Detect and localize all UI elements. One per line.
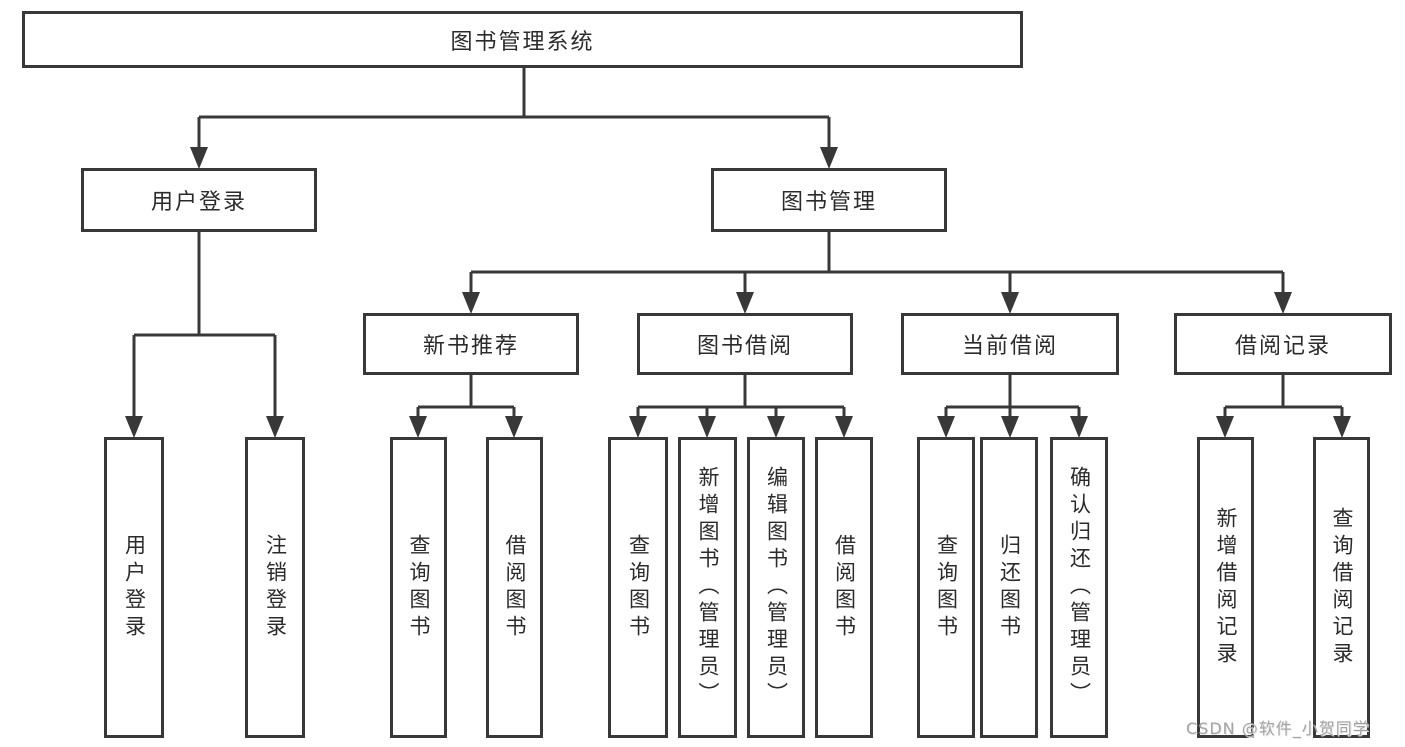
leaf-newbook-query-books: 查询图书: [390, 437, 447, 738]
node-root-library-management-system: 图书管理系统: [22, 11, 1023, 68]
node-new-book-recommend: 新书推荐: [363, 313, 579, 375]
leaf-records-add-record-label: 新增借阅记录: [1214, 506, 1238, 669]
leaf-records-query-record: 查询借阅记录: [1313, 437, 1370, 738]
leaf-current-return-books: 归还图书: [980, 437, 1038, 738]
leaf-borrowing-edit-books-label: 编辑图书（管理员）: [764, 466, 789, 709]
leaf-logout: 注销登录: [245, 437, 305, 738]
leaf-borrowing-add-books-label: 新增图书（管理员）: [696, 466, 720, 709]
leaf-records-add-record: 新增借阅记录: [1197, 437, 1254, 738]
leaf-current-return-books-label: 归还图书: [997, 533, 1022, 642]
node-book-management: 图书管理: [711, 168, 947, 232]
leaf-borrowing-borrow-books: 借阅图书: [815, 437, 873, 738]
connector-bookmgmt-to-level3: [462, 232, 1292, 314]
connector-newbook-to-leaves: [409, 375, 523, 438]
leaf-logout-label: 注销登录: [263, 533, 288, 642]
connector-bookborrow-to-leaves: [629, 375, 853, 438]
node-book-borrowing: 图书借阅: [637, 313, 853, 375]
leaf-current-query-books-label: 查询图书: [934, 533, 959, 642]
leaf-records-query-record-label: 查询借阅记录: [1330, 506, 1354, 669]
csdn-watermark: CSDN @软件_小贺同学: [1186, 719, 1370, 738]
leaf-current-confirm-return: 确认归还（管理员）: [1050, 437, 1108, 738]
leaf-current-query-books: 查询图书: [917, 437, 975, 738]
connector-userlogin-to-leaves: [125, 232, 284, 438]
leaf-user-login: 用户登录: [104, 437, 164, 738]
leaf-borrowing-borrow-books-label: 借阅图书: [832, 533, 857, 642]
leaf-borrowing-edit-books: 编辑图书（管理员）: [747, 437, 805, 738]
leaf-newbook-query-books-label: 查询图书: [407, 533, 431, 642]
leaf-borrowing-add-books: 新增图书（管理员）: [678, 437, 737, 738]
leaf-newbook-borrow-books: 借阅图书: [486, 437, 543, 738]
leaf-current-confirm-return-label: 确认归还（管理员）: [1067, 466, 1092, 709]
node-current-borrowing: 当前借阅: [901, 313, 1119, 375]
connector-root-to-level2: [190, 68, 838, 169]
node-borrowing-records: 借阅记录: [1174, 313, 1392, 375]
leaf-borrowing-query-books: 查询图书: [608, 437, 668, 738]
leaf-borrowing-query-books-label: 查询图书: [626, 533, 651, 642]
leaf-user-login-label: 用户登录: [122, 533, 147, 642]
connector-records-to-leaves: [1216, 375, 1351, 438]
leaf-newbook-borrow-books-label: 借阅图书: [503, 533, 527, 642]
node-user-login: 用户登录: [81, 168, 317, 232]
connector-currentborrow-to-leaves: [937, 375, 1088, 438]
